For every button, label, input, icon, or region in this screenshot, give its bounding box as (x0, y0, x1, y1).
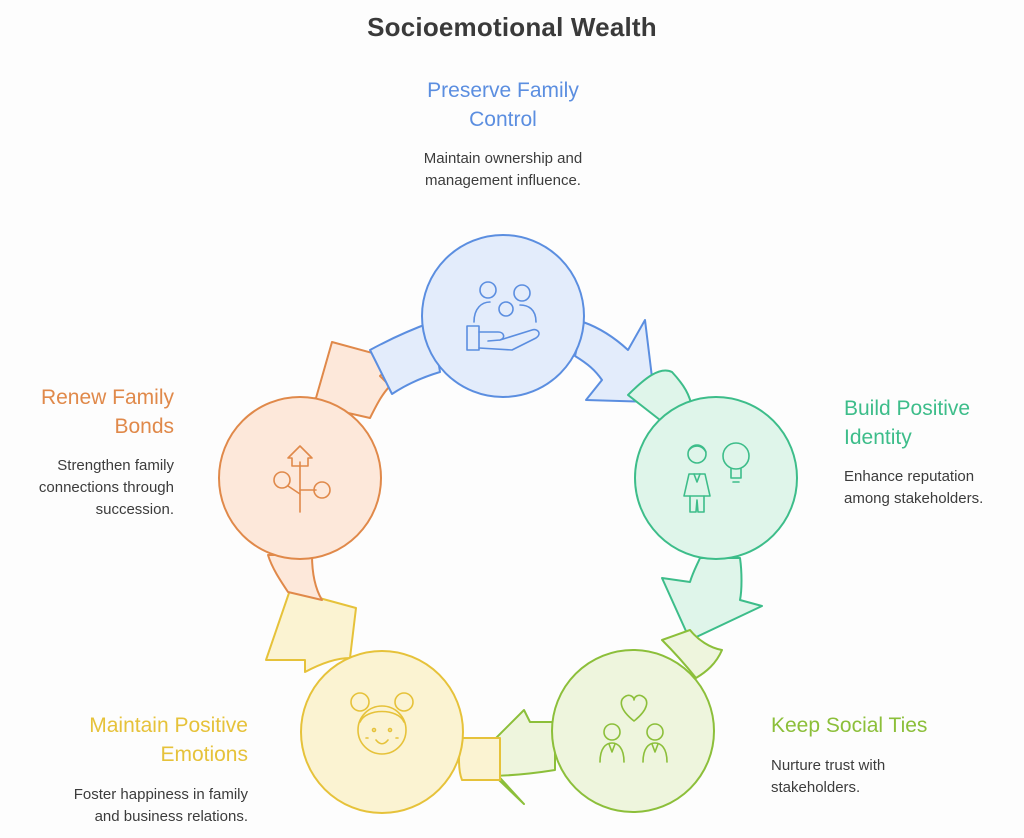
step-title-line: Bonds (114, 415, 174, 438)
person-lightbulb-icon (683, 442, 750, 513)
step-desc-line: and business relations. (94, 808, 248, 825)
step-desc-line: among stakeholders. (844, 490, 984, 507)
step-title-renew: Renew Family Bonds (12, 383, 174, 441)
step-desc-line: succession. (95, 501, 174, 518)
step-desc-line: Nurture trust with (771, 757, 886, 774)
step-title-social: Keep Social Ties (771, 711, 971, 740)
node-emotions (300, 650, 464, 814)
step-desc-line: Foster happiness in family (73, 786, 248, 803)
step-title-line: Preserve Family (427, 79, 579, 102)
step-title-line: Keep Social Ties (771, 714, 928, 737)
family-hand-icon (466, 281, 540, 351)
step-desc-line: stakeholders. (771, 779, 861, 796)
step-title-line: Identity (844, 426, 912, 449)
step-title-identity: Build Positive Identity (844, 394, 1014, 452)
step-title-line: Emotions (160, 743, 248, 766)
smiling-girl-icon (350, 692, 414, 755)
step-desc-preserve: Maintain ownership and management influe… (370, 148, 636, 192)
step-title-line: Renew Family (40, 386, 174, 409)
step-desc-emotions: Foster happiness in family and business … (20, 784, 248, 828)
step-desc-line: management influence. (425, 172, 581, 189)
arrow-renew-to-preserve (299, 321, 441, 419)
two-people-heart-icon (599, 694, 668, 763)
step-desc-line: Strengthen family (57, 457, 174, 474)
step-desc-identity: Enhance reputation among stakeholders. (844, 466, 1020, 510)
node-renew (218, 396, 382, 560)
arrow-preserve-to-identity (574, 319, 693, 421)
arrow-identity-to-social (661, 557, 763, 679)
step-desc-line: connections through (38, 479, 174, 496)
step-title-emotions: Maintain Positive Emotions (30, 711, 248, 769)
step-title-line: Control (469, 108, 537, 131)
family-tree-icon (273, 445, 331, 513)
step-title-line: Maintain Positive (89, 714, 248, 737)
step-desc-social: Nurture trust with stakeholders. (771, 755, 951, 799)
step-desc-renew: Strengthen family connections through su… (0, 455, 174, 521)
arrow-social-to-emotions (458, 709, 556, 805)
step-title-preserve: Preserve Family Control (380, 76, 626, 134)
arrow-emotions-to-renew (265, 554, 357, 673)
node-preserve (421, 234, 585, 398)
node-identity (634, 396, 798, 560)
step-desc-line: Maintain ownership and (423, 150, 583, 167)
node-social (551, 649, 715, 813)
step-title-line: Build Positive (844, 397, 971, 420)
diagram-title: Socioemotional Wealth (367, 12, 657, 42)
step-desc-line: Enhance reputation (844, 468, 975, 485)
